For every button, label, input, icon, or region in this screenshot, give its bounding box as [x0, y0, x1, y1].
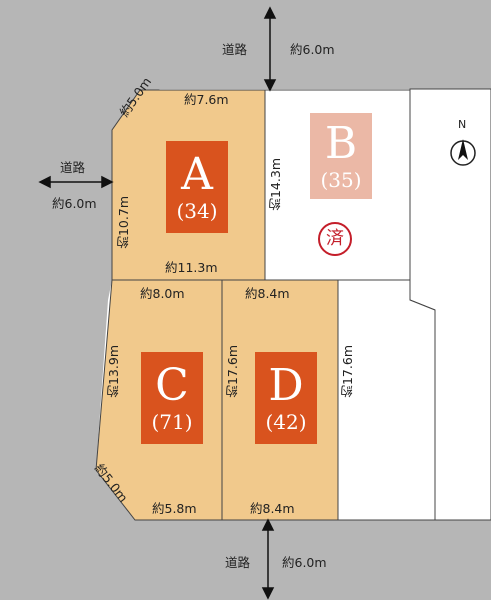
lot-a-top-dim: 約7.6m — [184, 92, 229, 107]
lot-b-label: B (35) — [310, 113, 372, 199]
lot-a-letter: A — [181, 149, 213, 200]
lot-a-label: A (34) — [166, 141, 228, 233]
lot-d-label: D (42) — [255, 352, 317, 444]
road-inner-cut — [0, 0, 491, 89]
lot-d-letter: D — [268, 360, 304, 411]
top-road-label: 道路 — [222, 42, 248, 57]
lot-c-letter: C — [155, 360, 189, 411]
bottom-road-width: 約6.0m — [282, 555, 327, 570]
lot-c-top-dim: 約8.0m — [140, 286, 185, 301]
lot-a-bottom-dim: 約11.3m — [165, 260, 218, 275]
lot-b-left-dim: 約14.3m — [268, 158, 283, 211]
lot-a-left-dim: 約10.7m — [116, 196, 131, 249]
lot-c-bottom-dim: 約5.8m — [152, 501, 197, 516]
lot-d-left-dim: 約17.6m — [225, 345, 240, 398]
lot-d-right-dim: 約17.6m — [340, 345, 355, 398]
lot-d-number: (42) — [265, 410, 307, 434]
lot-b-seal-text: 済 — [326, 228, 344, 249]
lot-d-bottom-dim: 約8.4m — [250, 501, 295, 516]
bottom-road-width-arrow — [261, 518, 275, 600]
lot-d-top-dim: 約8.4m — [245, 286, 290, 301]
left-road-width-arrow — [38, 175, 114, 189]
lot-b-number: (35) — [320, 168, 362, 192]
sold-seal-icon — [318, 222, 352, 256]
neighbor-lot-lower-right — [337, 279, 436, 521]
left-road-width: 約6.0m — [52, 196, 97, 211]
left-road-label: 道路 — [60, 160, 86, 175]
lot-a-number: (34) — [176, 199, 218, 223]
north-arrow-icon — [450, 139, 476, 166]
lot-c-label: C (71) — [141, 352, 203, 444]
lot-c-left-dim: 約13.9m — [106, 345, 121, 398]
top-road-width: 約6.0m — [290, 42, 335, 57]
top-road-width-arrow — [263, 6, 277, 92]
compass-label: N — [458, 118, 467, 131]
bottom-road-label: 道路 — [225, 555, 251, 570]
lot-b-letter: B — [324, 118, 358, 169]
lot-c-number: (71) — [151, 410, 193, 434]
